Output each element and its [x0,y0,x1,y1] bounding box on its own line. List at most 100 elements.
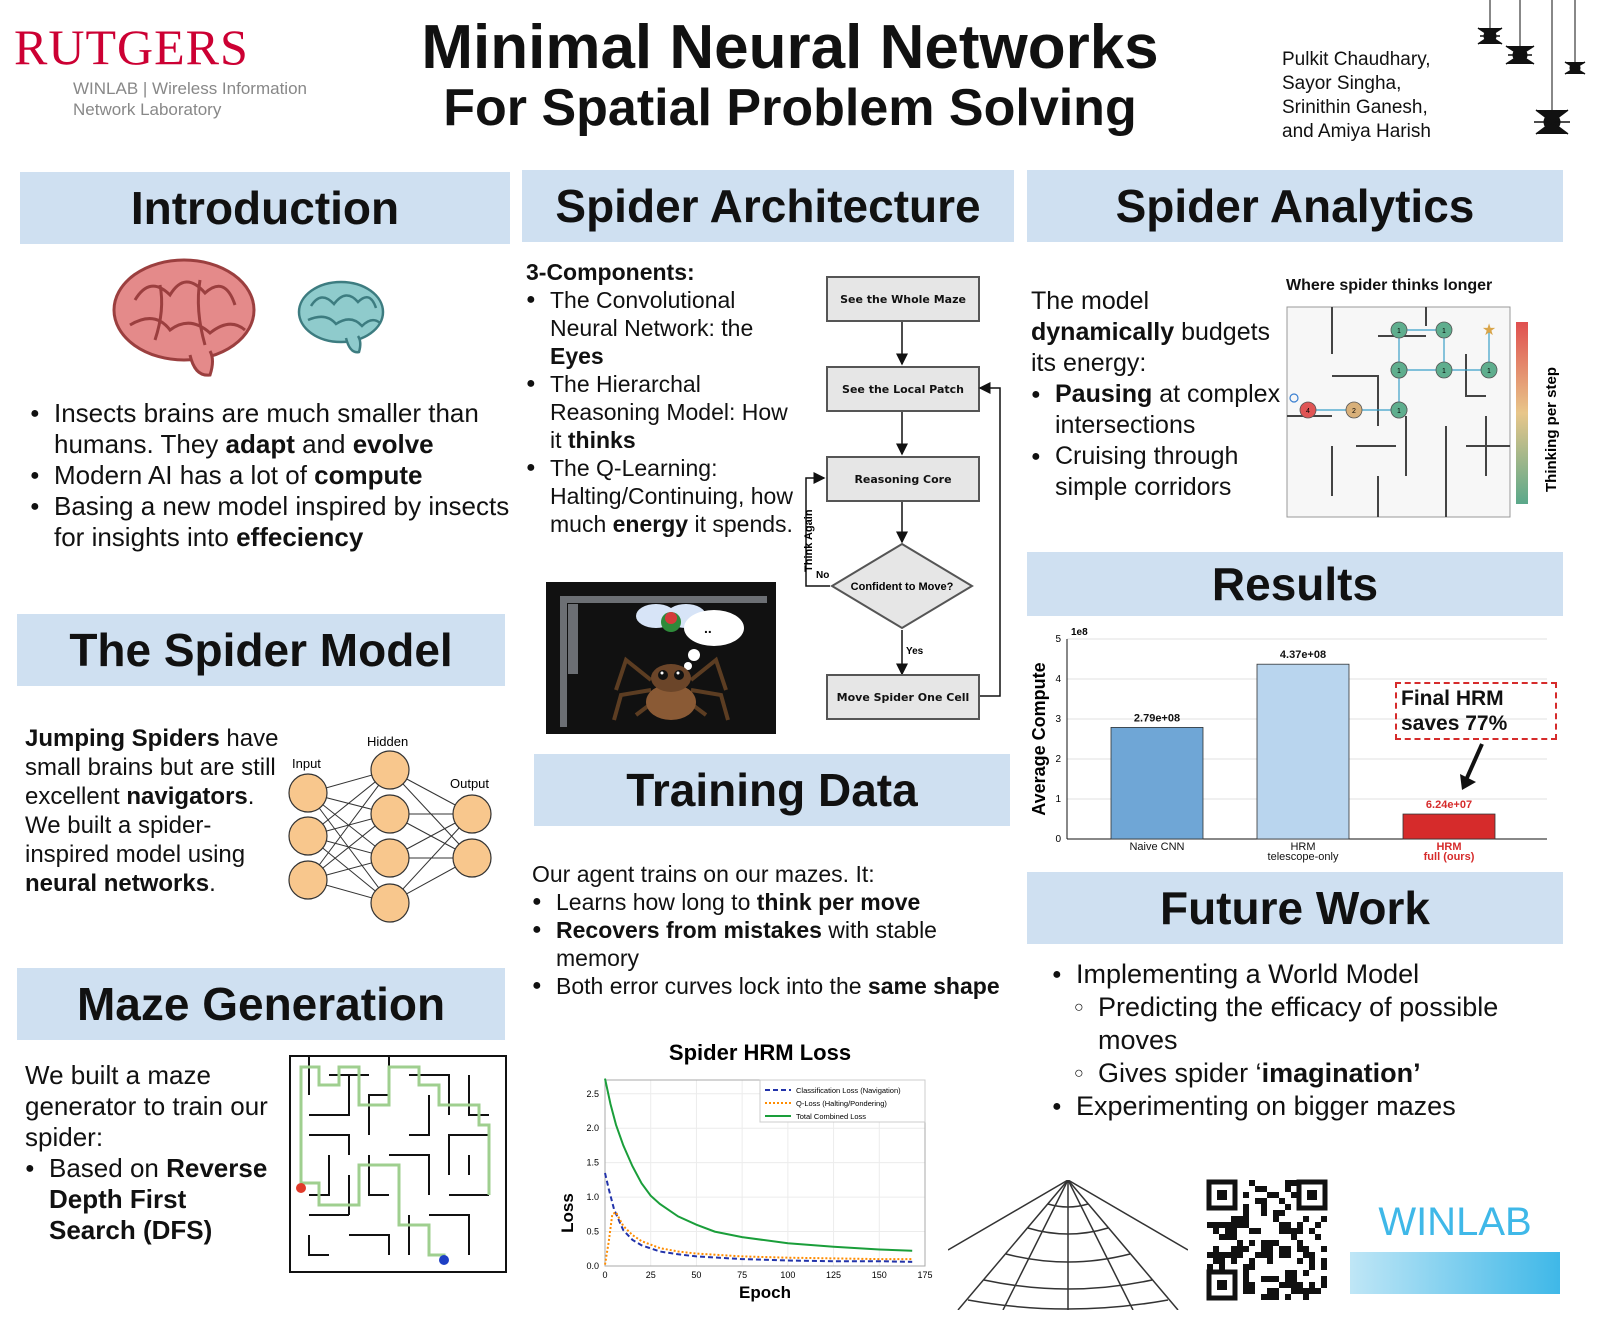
spider-game-screenshot: .. [546,582,776,734]
spider-analytics-header: Spider Analytics [1027,170,1563,242]
legend-label: Total Combined Loss [796,1112,866,1121]
winlab-logo-wave [1350,1252,1560,1294]
training-bullet-1: Learns how long to think per move [532,888,1002,916]
y-tick-label: 0.5 [586,1227,599,1237]
neural-network-diagram: Input Hidden Output [288,734,492,923]
future-bullet-2: Experimenting on bigger mazes [1052,1090,1562,1123]
intro-bullets: Insects brains are much smaller than hum… [30,398,514,553]
maze-gen-intro: We built a maze generator to train our s… [25,1060,268,1152]
small-brain-icon [297,280,385,354]
x-tick-label: HRM [1290,841,1315,853]
series-line [604,1210,913,1265]
legend-label: Classification Loss (Navigation) [796,1086,901,1095]
bar [1110,727,1204,840]
y-tick-label: 0.0 [586,1261,599,1271]
legend: Classification Loss (Navigation) Q-Loss (… [759,1079,926,1123]
thought-bubble-text: .. [704,620,712,636]
author-3: Srinithin Ganesh, [1282,97,1428,118]
x-tick-label: 175 [917,1270,932,1280]
winlab-header-text: WINLAB | Wireless Information Network La… [73,78,307,120]
nn-node [370,750,410,790]
y-tick-label: 3 [1055,714,1061,725]
x-tick-label: telescope-only [1268,851,1339,863]
architecture-components: 3-Components: The Convolutional Neural N… [526,258,796,538]
future-work-header: Future Work [1027,872,1563,944]
maze-generation-header: Maze Generation [17,968,505,1040]
heatmap-node [1435,361,1453,379]
heatmap-node-label: 1 [1487,368,1491,375]
heatmap-node-label: 1 [1397,408,1401,415]
nn-node [370,794,410,834]
callout-arrow [1460,743,1484,790]
future-bullet-1: Implementing a World Model [1052,958,1562,991]
training-intro: Our agent trains on our mazes. It: [532,861,875,887]
spider-web-icon [948,1180,1188,1310]
spider-model-text: Jumping Spiders have small brains but ar… [25,725,279,897]
bar [1402,813,1496,840]
analytics-text: The model dynamically budgets its energy… [1031,286,1283,503]
future-work-text: Implementing a World Model Predicting th… [1052,958,1562,1123]
y-tick-label: 2.0 [586,1123,599,1133]
heatmap-title: Where spider thinks longer [1286,277,1493,294]
loss-chart-title: Spider HRM Loss [669,1040,851,1065]
training-data-header: Training Data [534,754,1010,826]
y-tick-label: 1.5 [586,1158,599,1168]
training-bullet-3: Both error curves lock into the same sha… [532,972,1002,1000]
intro-bullet-1: Insects brains are much smaller than hum… [30,398,514,460]
introduction-header: Introduction [20,172,510,244]
x-tick-label: HRM [1436,841,1461,853]
nn-node [452,794,492,834]
bar-value-label: 2.79e+08 [1134,712,1180,724]
series-line [604,1172,913,1263]
nn-input-label: Input [292,756,321,771]
x-tick-label: full (ours) [1424,851,1475,863]
flow-box-whole-maze: See the Whole Maze [826,276,980,322]
x-tick-label: 25 [646,1270,656,1280]
heatmap-node-label: 1 [1442,368,1446,375]
human-brain-icon [112,258,256,377]
y-multiplier-label: 1e8 [1071,627,1088,638]
component-cnn: The Convolutional Neural Network: the Ey… [526,286,796,370]
x-tick-label: 0 [602,1270,607,1280]
x-axis-label: Epoch [739,1283,791,1302]
lab-line-1: WINLAB | Wireless Information [73,79,307,98]
bar [1256,663,1350,840]
flow-box-reasoning-core: Reasoning Core [826,456,980,502]
legend-label: Q-Loss (Halting/Pondering) [796,1099,887,1108]
intro-bullet-3: Basing a new model inspired by insects f… [30,491,514,553]
flow-box-local-patch: See the Local Patch [826,366,980,412]
flow-box-move-spider: Move Spider One Cell [826,674,980,720]
bar-value-label: 6.24e+07 [1426,799,1472,811]
x-tick-label: 75 [737,1270,747,1280]
intro-bullet-2: Modern AI has a lot of compute [30,460,514,491]
nn-node [288,860,328,900]
bar-value-label: 4.37e+08 [1280,649,1326,661]
heatmap-node [1345,401,1363,419]
author-2: Sayor Singha, [1282,73,1402,94]
spider-architecture-header: Spider Architecture [522,170,1014,242]
rutgers-logo: RUTGERS [14,19,249,75]
nn-hidden-label: Hidden [367,734,408,749]
heatmap-node-label: 1 [1397,368,1401,375]
qr-code-icon [1205,1178,1329,1302]
flow-yes-label: Yes [906,646,924,657]
title-line-1: Minimal Neural Networks [421,13,1159,82]
flow-diamond-label: Confident to Move? [851,581,954,593]
flow-loop-label: Think Again [803,509,815,572]
x-tick-label: 50 [691,1270,701,1280]
lab-line-2: Network Laboratory [73,100,222,119]
y-tick-label: 0 [1055,834,1061,845]
nn-node [452,838,492,878]
architecture-flowchart: See the Whole Maze See the Local Patch R… [800,272,1015,732]
nn-node [370,883,410,923]
x-tick-label: 150 [872,1270,887,1280]
components-title: 3-Components: [526,259,695,285]
svg-text:★: ★ [1482,322,1496,339]
poster-title: Minimal Neural Networks For Spatial Prob… [320,13,1260,138]
nn-node [370,838,410,878]
heatmap-node-label: 4 [1306,408,1310,415]
future-sub-bullet-1: Predicting the efficacy of possible move… [1074,991,1562,1057]
component-hrm: The Hierarchal Reasoning Model: How it t… [526,370,796,454]
